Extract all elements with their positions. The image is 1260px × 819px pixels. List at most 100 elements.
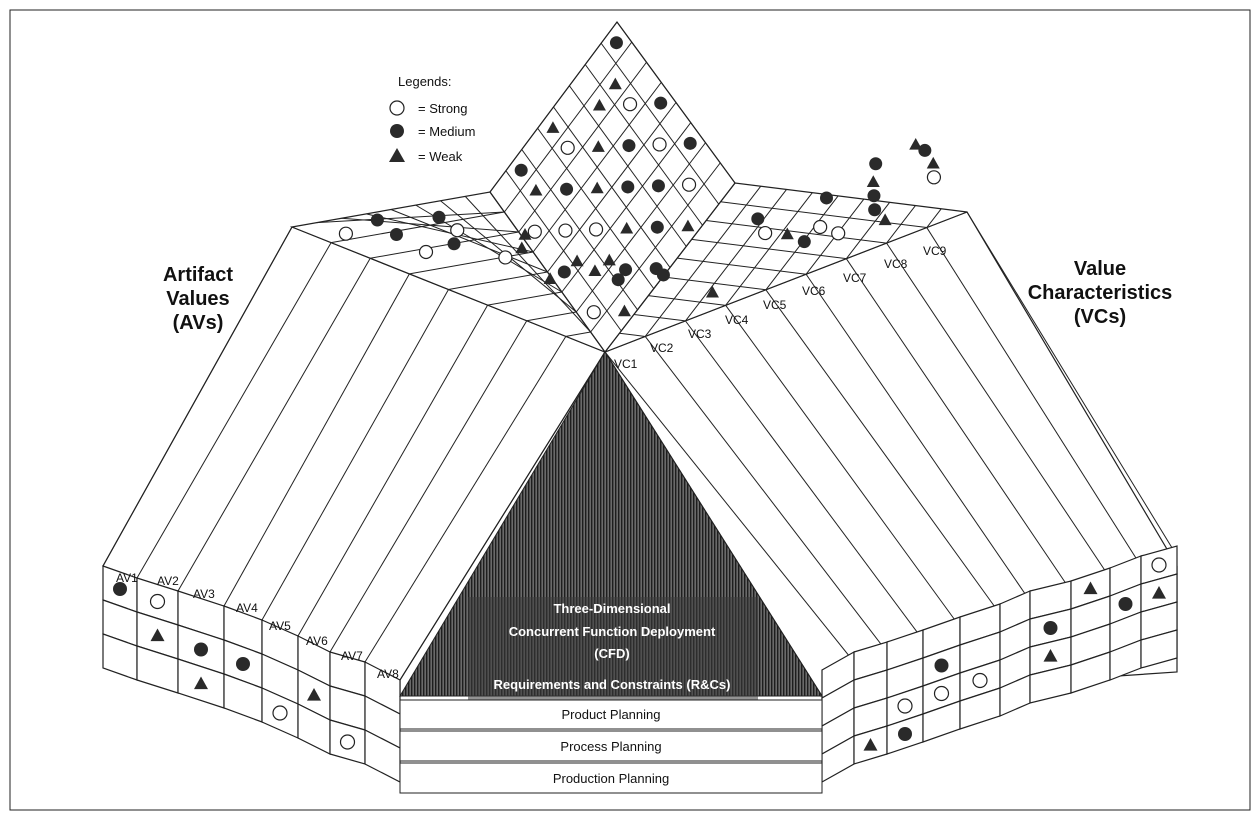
roof-right-symbol-medium	[751, 212, 765, 226]
av-matrix-symbol-strong	[272, 705, 288, 721]
apex-symbol-medium	[514, 163, 528, 177]
apex-symbol-medium	[619, 263, 633, 277]
apex-symbol-medium	[654, 96, 668, 110]
legend-strong-label: = Strong	[418, 101, 468, 116]
apex-symbol-strong	[586, 305, 601, 320]
apex-symbol-medium	[609, 36, 623, 50]
apex-symbol-medium	[651, 179, 665, 193]
apex-symbol-strong	[588, 222, 604, 237]
roof-right-symbol-strong	[926, 170, 942, 185]
av-matrix-symbol-weak	[307, 688, 321, 701]
av-matrix-symbol-strong	[149, 593, 166, 610]
roof-right-grid-line	[685, 189, 787, 322]
vc-column-label: VC9	[923, 244, 947, 258]
vc-matrix-symbol-strong	[933, 685, 950, 702]
vc-column-line	[685, 320, 924, 641]
av-column-label: AV2	[157, 574, 179, 588]
legend-weak-label: = Weak	[418, 149, 463, 164]
apex-symbol-strong	[527, 224, 542, 239]
process-planning-label: Process Planning	[560, 739, 661, 754]
roof-right-symbol-weak	[866, 175, 880, 187]
value-characteristics-heading: Value Characteristics (VCs)	[1028, 258, 1173, 328]
apex-symbol-medium	[557, 265, 571, 279]
roof-right-symbol-medium	[819, 191, 833, 205]
roof-right-symbol-medium	[869, 157, 883, 171]
roof-right-symbol-medium	[797, 235, 811, 249]
av-column-label: AV7	[341, 649, 363, 663]
roof-left-grid-line	[487, 291, 562, 306]
roof-left-symbol-medium	[611, 273, 625, 287]
roof-right-grid-line	[691, 238, 847, 260]
roof-left-symbol-strong	[338, 226, 354, 241]
apex-symbol-medium	[622, 139, 636, 153]
roof-left-symbol-weak	[570, 254, 584, 267]
product-planning-row	[399, 699, 823, 730]
apex-symbol-strong	[560, 140, 575, 155]
apex-symbol-weak	[529, 183, 543, 196]
av-heading-line-3: (AVs)	[173, 312, 224, 334]
av-column-line	[177, 257, 371, 592]
vc-matrix-symbol-medium	[1118, 597, 1133, 611]
legend-weak-symbol	[389, 148, 405, 162]
roof-right-grid-line	[720, 201, 927, 229]
artifact-values-heading: Artifact Values (AVs)	[163, 264, 233, 334]
av-heading-line-1: Artifact	[163, 264, 233, 286]
vc-column-line	[805, 273, 1031, 602]
apex-grid-line	[561, 122, 692, 293]
apex-symbol-weak	[620, 221, 634, 234]
av-column-line	[102, 226, 293, 567]
av-column-label: AV5	[269, 619, 291, 633]
av-column-line	[136, 242, 332, 579]
av-matrix-symbol-weak	[194, 676, 208, 690]
av-matrix-symbol-medium	[194, 642, 208, 657]
roof-left-symbol-weak	[705, 285, 719, 298]
av-column-line	[399, 351, 606, 681]
vc-column-line	[926, 227, 1142, 567]
roof-right-symbol-strong	[831, 226, 846, 241]
vc-column-label: VC4	[725, 313, 749, 327]
roof-left-grid-line	[565, 331, 591, 337]
apex-symbol-strong	[652, 137, 667, 152]
production-planning-label: Production Planning	[553, 771, 669, 786]
roof-right-symbol-weak	[926, 156, 940, 169]
roof-left-symbol-weak	[518, 228, 532, 240]
vc-column-line	[765, 289, 1001, 615]
apex-grid-line	[604, 182, 736, 353]
roof-left-grid-line	[370, 231, 519, 259]
roof-right-grid-line	[619, 332, 646, 337]
apex-symbol-weak	[588, 264, 602, 277]
center-line-3: (CFD)	[594, 646, 629, 661]
roof-left-grid-line	[390, 209, 548, 273]
apex-grid-line	[575, 142, 706, 313]
roof-left-symbol-medium	[447, 237, 461, 251]
structure-layer	[102, 20, 1178, 784]
roof-left-symbol-medium	[432, 210, 446, 224]
roof-right-symbol-medium	[868, 203, 882, 217]
legend-strong-symbol	[389, 100, 405, 116]
roof-right-grid-line	[706, 220, 887, 244]
legend-medium-label: = Medium	[418, 124, 475, 139]
roof-left-symbol-weak	[543, 272, 557, 284]
vc-matrix-symbol-weak	[1043, 649, 1058, 662]
apex-symbol-weak	[590, 181, 604, 194]
roof-right-grid-line	[648, 295, 726, 306]
legend-title: Legends:	[398, 74, 452, 89]
av-column-line	[329, 320, 528, 653]
center-line-1: Three-Dimensional	[553, 601, 670, 616]
apex-symbol-medium	[560, 182, 574, 196]
vc-matrix-symbol-strong	[897, 698, 913, 714]
roof-right-symbol-strong	[813, 219, 828, 235]
av-column-label: AV4	[236, 601, 258, 615]
roof-left-symbol-weak	[602, 253, 616, 266]
legend: Legends: = Strong = Medium = Weak	[389, 74, 475, 164]
apex-symbol-medium	[650, 220, 664, 234]
planning-rows: Product Planning Process Planning Produc…	[399, 699, 823, 794]
vc-column-label: VC1	[614, 357, 638, 371]
roof-right-grid-line	[926, 208, 942, 228]
vc-matrix-symbol-medium	[934, 658, 949, 673]
roof-left-grid-line	[464, 196, 591, 333]
av-column-line	[261, 289, 449, 621]
vc-column-label: VC7	[843, 271, 867, 285]
roof-left-symbol-medium	[656, 268, 670, 282]
